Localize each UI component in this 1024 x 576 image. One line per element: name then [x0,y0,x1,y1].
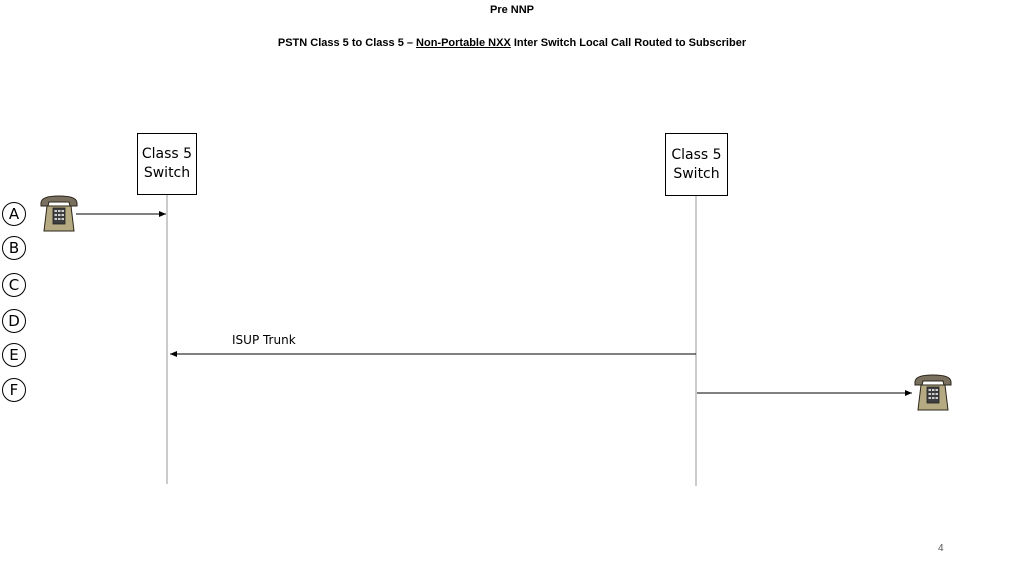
subtitle-prefix: PSTN Class 5 to Class 5 – [277,37,417,49]
page-number: 4 [938,543,944,554]
switch-2-line1: Class 5 [671,146,722,163]
page-title: Pre NNP [489,4,535,16]
page-subtitle: PSTN Class 5 to Class 5 – Non-Portable N… [0,37,1024,49]
class5-switch-2: Class 5 Switch [665,133,728,196]
subtitle-underlined: Non-Portable NXX [416,37,511,49]
step-b: B [2,236,26,260]
switch-1-line2: Switch [143,165,191,181]
step-a: A [2,202,26,226]
step-f: F [2,378,26,402]
step-c: C [2,273,26,297]
isup-trunk-label: ISUP Trunk [232,333,296,347]
switch-1-line1: Class 5 [141,146,193,162]
subtitle-suffix: Inter Switch Local Call Routed to Subscr… [510,37,747,49]
step-d: D [2,309,26,333]
step-e: E [2,343,26,367]
telephone-icon [914,374,952,411]
switch-2-line2: Switch [673,165,720,182]
class5-switch-1: Class 5 Switch [137,133,197,195]
telephone-icon [40,195,78,232]
